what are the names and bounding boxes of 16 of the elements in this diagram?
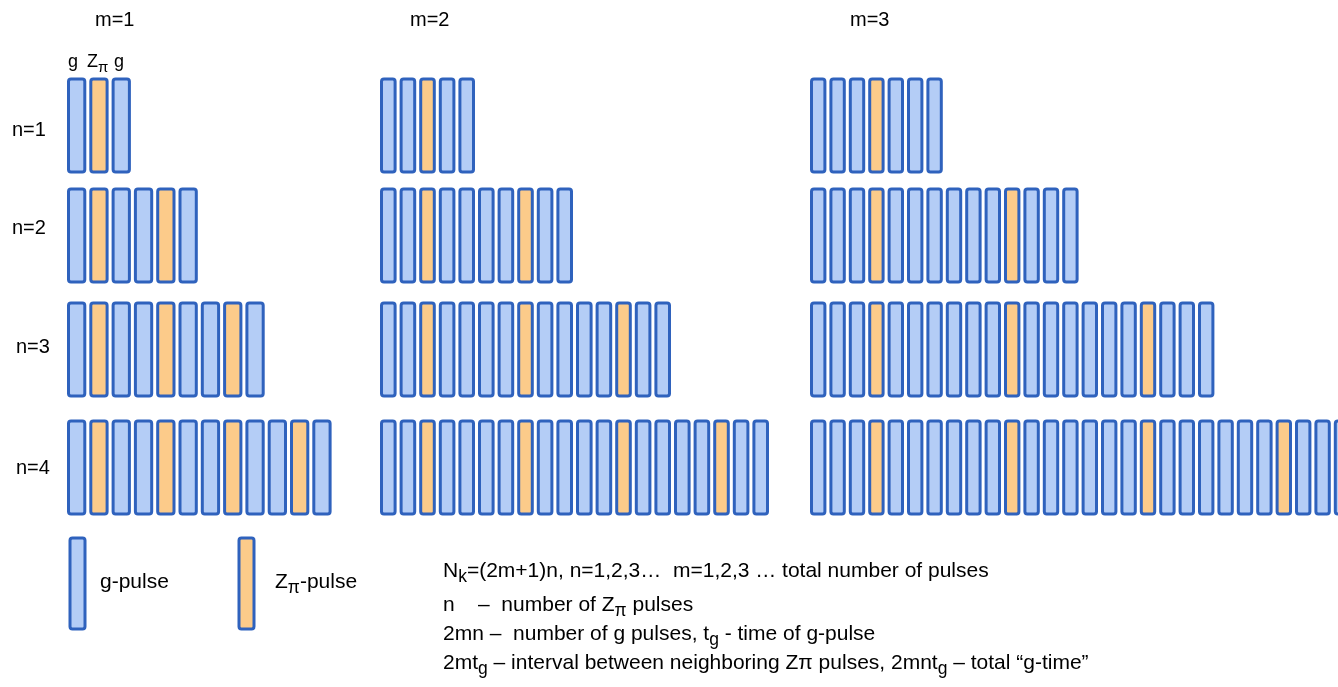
pulse-label: g — [114, 52, 124, 72]
row-heading: n=3 — [16, 335, 50, 357]
legend-label: Z$_{π}$-pulse — [275, 569, 358, 598]
row-heading: n=2 — [12, 216, 46, 238]
column-heading: m=1 — [95, 8, 135, 30]
row-heading: n=1 — [12, 118, 46, 140]
column-heading: m=3 — [850, 8, 890, 30]
formula-text: n – number of Z$_{π}$ pulses — [443, 592, 694, 621]
formula-text: N$_{k}$=(2m+1)n, n=1,2,3… m=1,2,3 … total number of pulses — [443, 558, 989, 587]
row-heading: n=4 — [16, 456, 50, 478]
formula-text: 2mn – number of g pulses, t$_{g}$ - time of g-pulse — [443, 621, 876, 650]
pulse-label: g — [68, 52, 78, 72]
pulse-label: Z$_{π}$ — [87, 52, 109, 76]
column-heading: m=2 — [410, 8, 450, 30]
formula-text: 2mt$_{g}$ – interval between neighboring Zπ pulses, 2mnt$_{g}$ – total “g-time” — [443, 650, 1089, 679]
legend-label: g-pulse — [100, 569, 169, 593]
